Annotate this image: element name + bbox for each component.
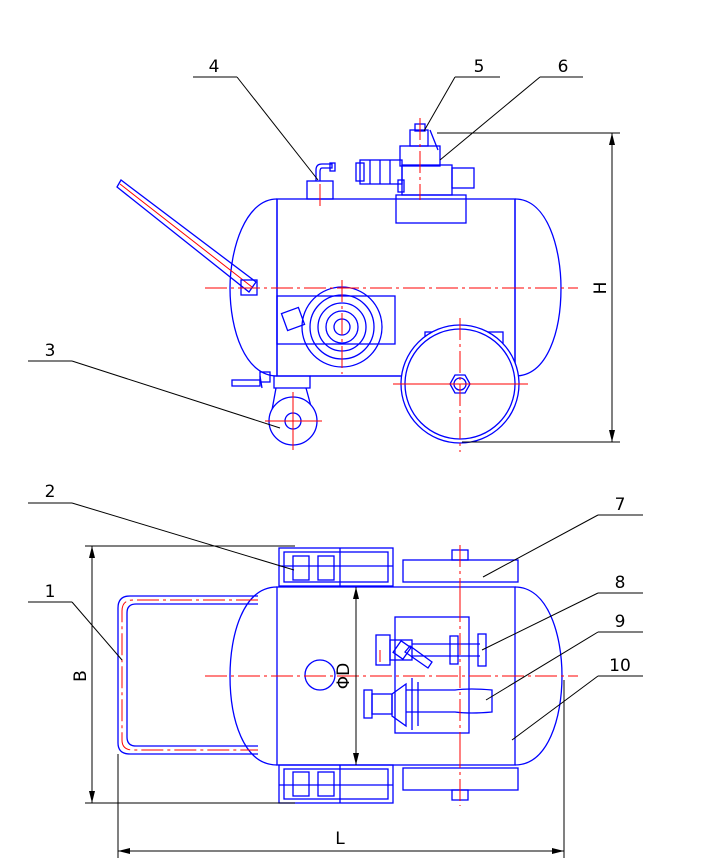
top-valve-assembly [363,616,493,734]
callout-6: 6 [558,57,569,77]
callout-7: 7 [615,495,626,515]
callout-2: 2 [45,482,56,502]
dimension-b: B [71,545,295,804]
valve-assembly [355,123,475,224]
filler-cap [306,162,336,200]
callout-4: 4 [209,57,220,77]
dimension-l: L [117,680,565,858]
hose-reel [276,286,396,368]
callout-8: 8 [615,573,626,593]
axle-bracket-top [278,547,394,587]
dimension-b-label: B [71,670,91,682]
axle-bracket-bottom [278,764,394,804]
top-wheel-upper [402,545,519,604]
top-view: ΦD B L [71,545,578,858]
callout-3: 3 [45,341,56,361]
large-wheel [393,318,528,452]
side-handle [116,179,258,296]
top-wheel-lower [402,746,519,806]
callout-10: 10 [609,656,631,676]
dimension-l-label: L [335,829,345,849]
dimension-h-label: H [591,282,611,295]
dimension-h: H [437,132,620,443]
dimension-d: ΦD [334,587,359,765]
callout-5: 5 [474,57,485,77]
callouts: 4 5 6 3 2 1 7 8 9 10 [28,57,643,741]
dimension-d-label: ΦD [334,663,354,689]
callout-1: 1 [45,582,56,602]
side-view: H [116,118,620,452]
top-handle [117,595,258,755]
small-wheel [265,387,322,450]
callout-9: 9 [615,612,626,632]
